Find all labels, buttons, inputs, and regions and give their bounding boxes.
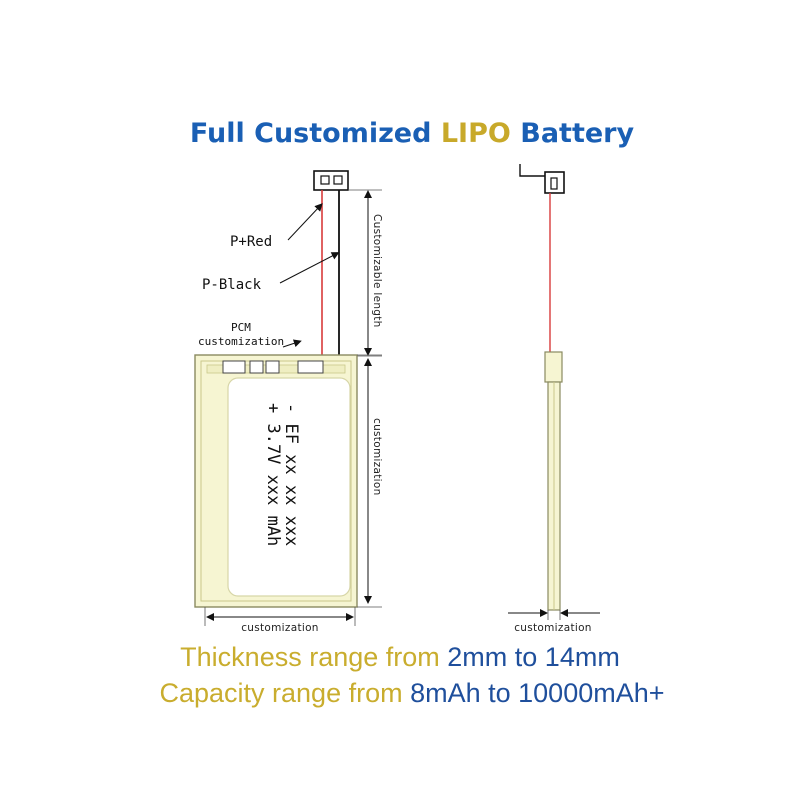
black-wire [324, 190, 340, 364]
capacity-range-text: Capacity range from 8mAh to 10000mAh+ [159, 678, 664, 708]
page-title: Full Customized LIPO Battery [190, 118, 635, 149]
title-part-1: Full Customized [190, 118, 441, 149]
thickness-range-text: Thickness range from 2mm to 14mm [180, 642, 620, 672]
thickness-prefix: Thickness range from [180, 642, 447, 672]
thickness-value: 2mm to 14mm [447, 642, 620, 672]
cell-label-line-2: + 3.7V xxx mAh [263, 403, 283, 546]
battery-cell-front [194, 354, 358, 608]
title-part-lipo: LIPO [441, 118, 511, 149]
thickness-label: customization [514, 622, 592, 634]
capacity-prefix: Capacity range from [159, 678, 410, 708]
capacity-value: 8mAh to 10000mAh+ [410, 678, 664, 708]
battery-cell-side [519, 164, 565, 611]
connector [313, 170, 349, 191]
title-part-3: Battery [511, 118, 635, 149]
p-red-label: P+Red [230, 234, 272, 250]
cell-label-line-1: - EF xx xx xxx [281, 403, 301, 546]
width-label: customization [241, 622, 319, 634]
pcm-label: PCM [231, 321, 251, 334]
length-label: Customizable length [371, 214, 383, 328]
pcm-customization-label: customization [198, 335, 284, 348]
p-black-label: P-Black [202, 277, 262, 293]
height-label: customization [371, 418, 383, 496]
